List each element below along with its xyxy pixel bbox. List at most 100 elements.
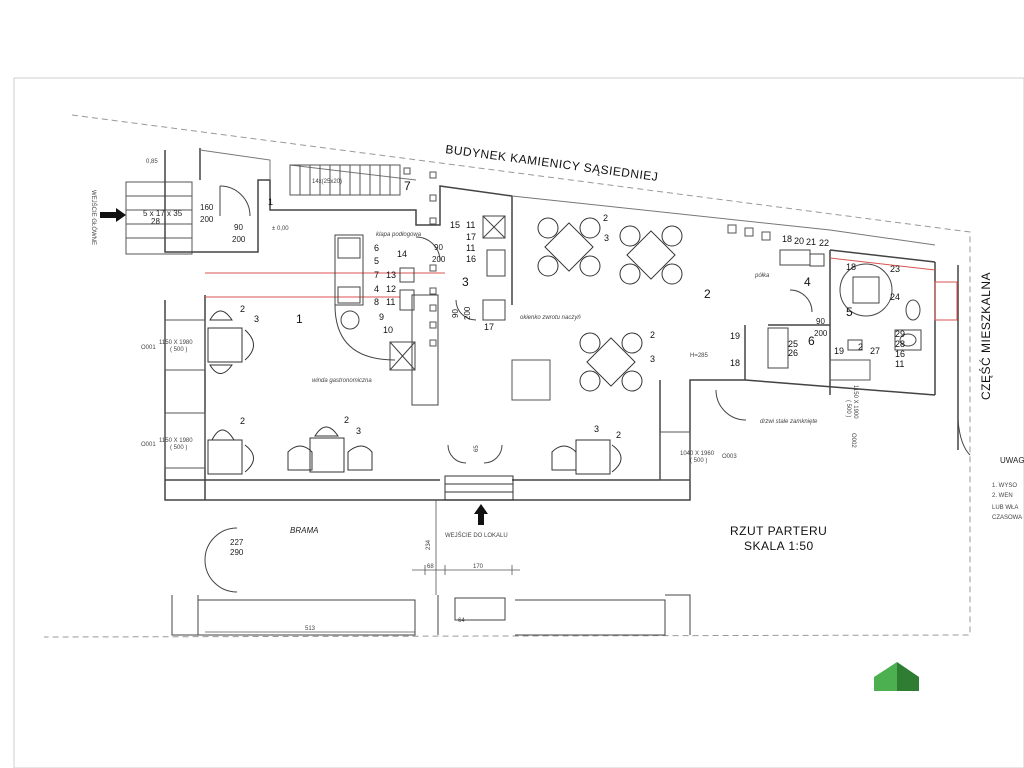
window-4-sub: ( 500 ) <box>845 400 851 417</box>
windows <box>164 319 871 481</box>
window-1-size: 1150 X 1980 <box>159 340 193 346</box>
svg-text:11: 11 <box>466 243 475 253</box>
svg-text:22: 22 <box>819 238 829 248</box>
dim-68: 68 <box>427 564 434 570</box>
stairs-inner-label: 14x(25x20) <box>312 179 342 185</box>
level-top: 0,85 <box>146 159 158 165</box>
dim-65: 65 <box>474 445 480 452</box>
stairs-label: 5 x 17 x 35 <box>143 209 183 218</box>
svg-text:2: 2 <box>344 415 349 425</box>
svg-text:2: 2 <box>858 342 863 352</box>
dim-64: 64 <box>458 618 465 624</box>
main-entrance-label: WEJŚCIE GŁÓWNE <box>90 190 98 245</box>
gate-size-top: 227 <box>230 538 244 547</box>
venue-entrance <box>444 475 514 501</box>
svg-text:2: 2 <box>603 213 608 223</box>
svg-text:27: 27 <box>870 346 880 356</box>
window-2-tag: O001 <box>141 442 156 448</box>
svg-text:1: 1 <box>268 197 273 207</box>
gate-label: BRAMA <box>290 526 318 535</box>
annotation-window: okienko zwrotu naczyń <box>520 315 581 321</box>
street-facade <box>171 594 691 636</box>
height-note: H=285 <box>690 353 709 359</box>
window-4-size: 1150 X 1900 <box>852 385 858 419</box>
dimension-lines <box>205 500 520 633</box>
door-wc-top: 90 <box>816 317 825 326</box>
svg-text:3: 3 <box>594 424 599 434</box>
room-number-1: 1 <box>296 312 303 326</box>
svg-text:17: 17 <box>484 322 494 332</box>
svg-text:6: 6 <box>374 243 379 253</box>
table-sets <box>207 217 683 475</box>
svg-text:18: 18 <box>730 358 740 368</box>
svg-text:18: 18 <box>782 234 792 244</box>
window-2-sub: ( 500 ) <box>170 445 187 451</box>
svg-text:2: 2 <box>240 304 245 314</box>
entrance-arrow-icon <box>100 208 126 222</box>
gate-size-bottom: 290 <box>230 548 244 557</box>
window-3-tag: O003 <box>722 454 737 460</box>
room-number-3: 3 <box>462 275 469 289</box>
red-markers <box>205 257 936 298</box>
window-2-size: 1150 X 1980 <box>159 438 193 444</box>
svg-text:4: 4 <box>374 284 379 294</box>
room-number-4: 4 <box>804 275 811 289</box>
venue-entrance-arrow-icon <box>474 504 488 525</box>
bathroom-fixtures <box>767 249 922 369</box>
svg-text:10: 10 <box>383 325 393 335</box>
annotation-door-closed: drzwi stale zamknięte <box>760 419 818 425</box>
svg-text:26: 26 <box>788 348 798 358</box>
annotation-hatch: klapa podłogowa <box>376 232 422 238</box>
note-1: 1. WYSO <box>992 483 1017 489</box>
note-3: LUB WŁA <box>992 505 1018 511</box>
svg-text:11: 11 <box>386 297 395 307</box>
note-2: 2. WEN <box>992 493 1013 499</box>
svg-text:8: 8 <box>374 297 379 307</box>
door-corr-bottom: 200 <box>463 306 472 320</box>
svg-text:25: 25 <box>788 339 798 349</box>
residential-label: CZĘŚĆ MIESZKALNA <box>978 272 993 400</box>
room-number-5: 5 <box>846 305 853 319</box>
door-kitchen-bottom: 200 <box>432 255 446 264</box>
window-3-sub: ( 500 ) <box>690 458 707 464</box>
svg-text:12: 12 <box>386 284 396 294</box>
inner-staircase <box>289 164 401 196</box>
note-4: CZASOWA <box>992 515 1022 521</box>
svg-text:28: 28 <box>895 339 905 349</box>
residential-wall <box>957 419 971 456</box>
svg-text:13: 13 <box>386 270 396 280</box>
kitchen-equipment <box>334 215 506 406</box>
svg-text:3: 3 <box>650 354 655 364</box>
window-1-tag: O001 <box>141 345 156 351</box>
dim-513: 513 <box>305 626 316 632</box>
stairs-sub: 28 <box>151 217 160 226</box>
dim-170: 170 <box>473 564 484 570</box>
svg-text:3: 3 <box>356 426 361 436</box>
svg-text:2: 2 <box>650 330 655 340</box>
walls <box>164 148 959 501</box>
room-number-2: 2 <box>704 287 711 301</box>
svg-text:24: 24 <box>890 292 900 302</box>
annotation-lift: winda gastronomiczna <box>312 378 372 384</box>
venue-entrance-label: WEJŚCIE DO LOKALU <box>445 531 508 539</box>
door-inner-top: 90 <box>234 223 243 232</box>
svg-text:21: 21 <box>806 237 816 247</box>
sheet-frame <box>13 77 1024 768</box>
svg-text:3: 3 <box>604 233 609 243</box>
svg-text:5: 5 <box>374 256 379 266</box>
svg-text:29: 29 <box>895 329 905 339</box>
door-corr-top: 90 <box>451 309 460 318</box>
door-inner-bottom: 200 <box>232 235 246 244</box>
svg-text:16: 16 <box>466 254 476 264</box>
annotation-shelf: półka <box>754 273 770 279</box>
property-boundary <box>43 114 971 638</box>
dim-234: 234 <box>426 539 432 550</box>
svg-text:2: 2 <box>240 416 245 426</box>
svg-text:20: 20 <box>794 236 804 246</box>
pillars <box>403 167 771 401</box>
plan-title: RZUT PARTERU <box>730 524 827 538</box>
plan-scale: SKALA 1:50 <box>744 539 814 553</box>
svg-text:7: 7 <box>374 270 379 280</box>
